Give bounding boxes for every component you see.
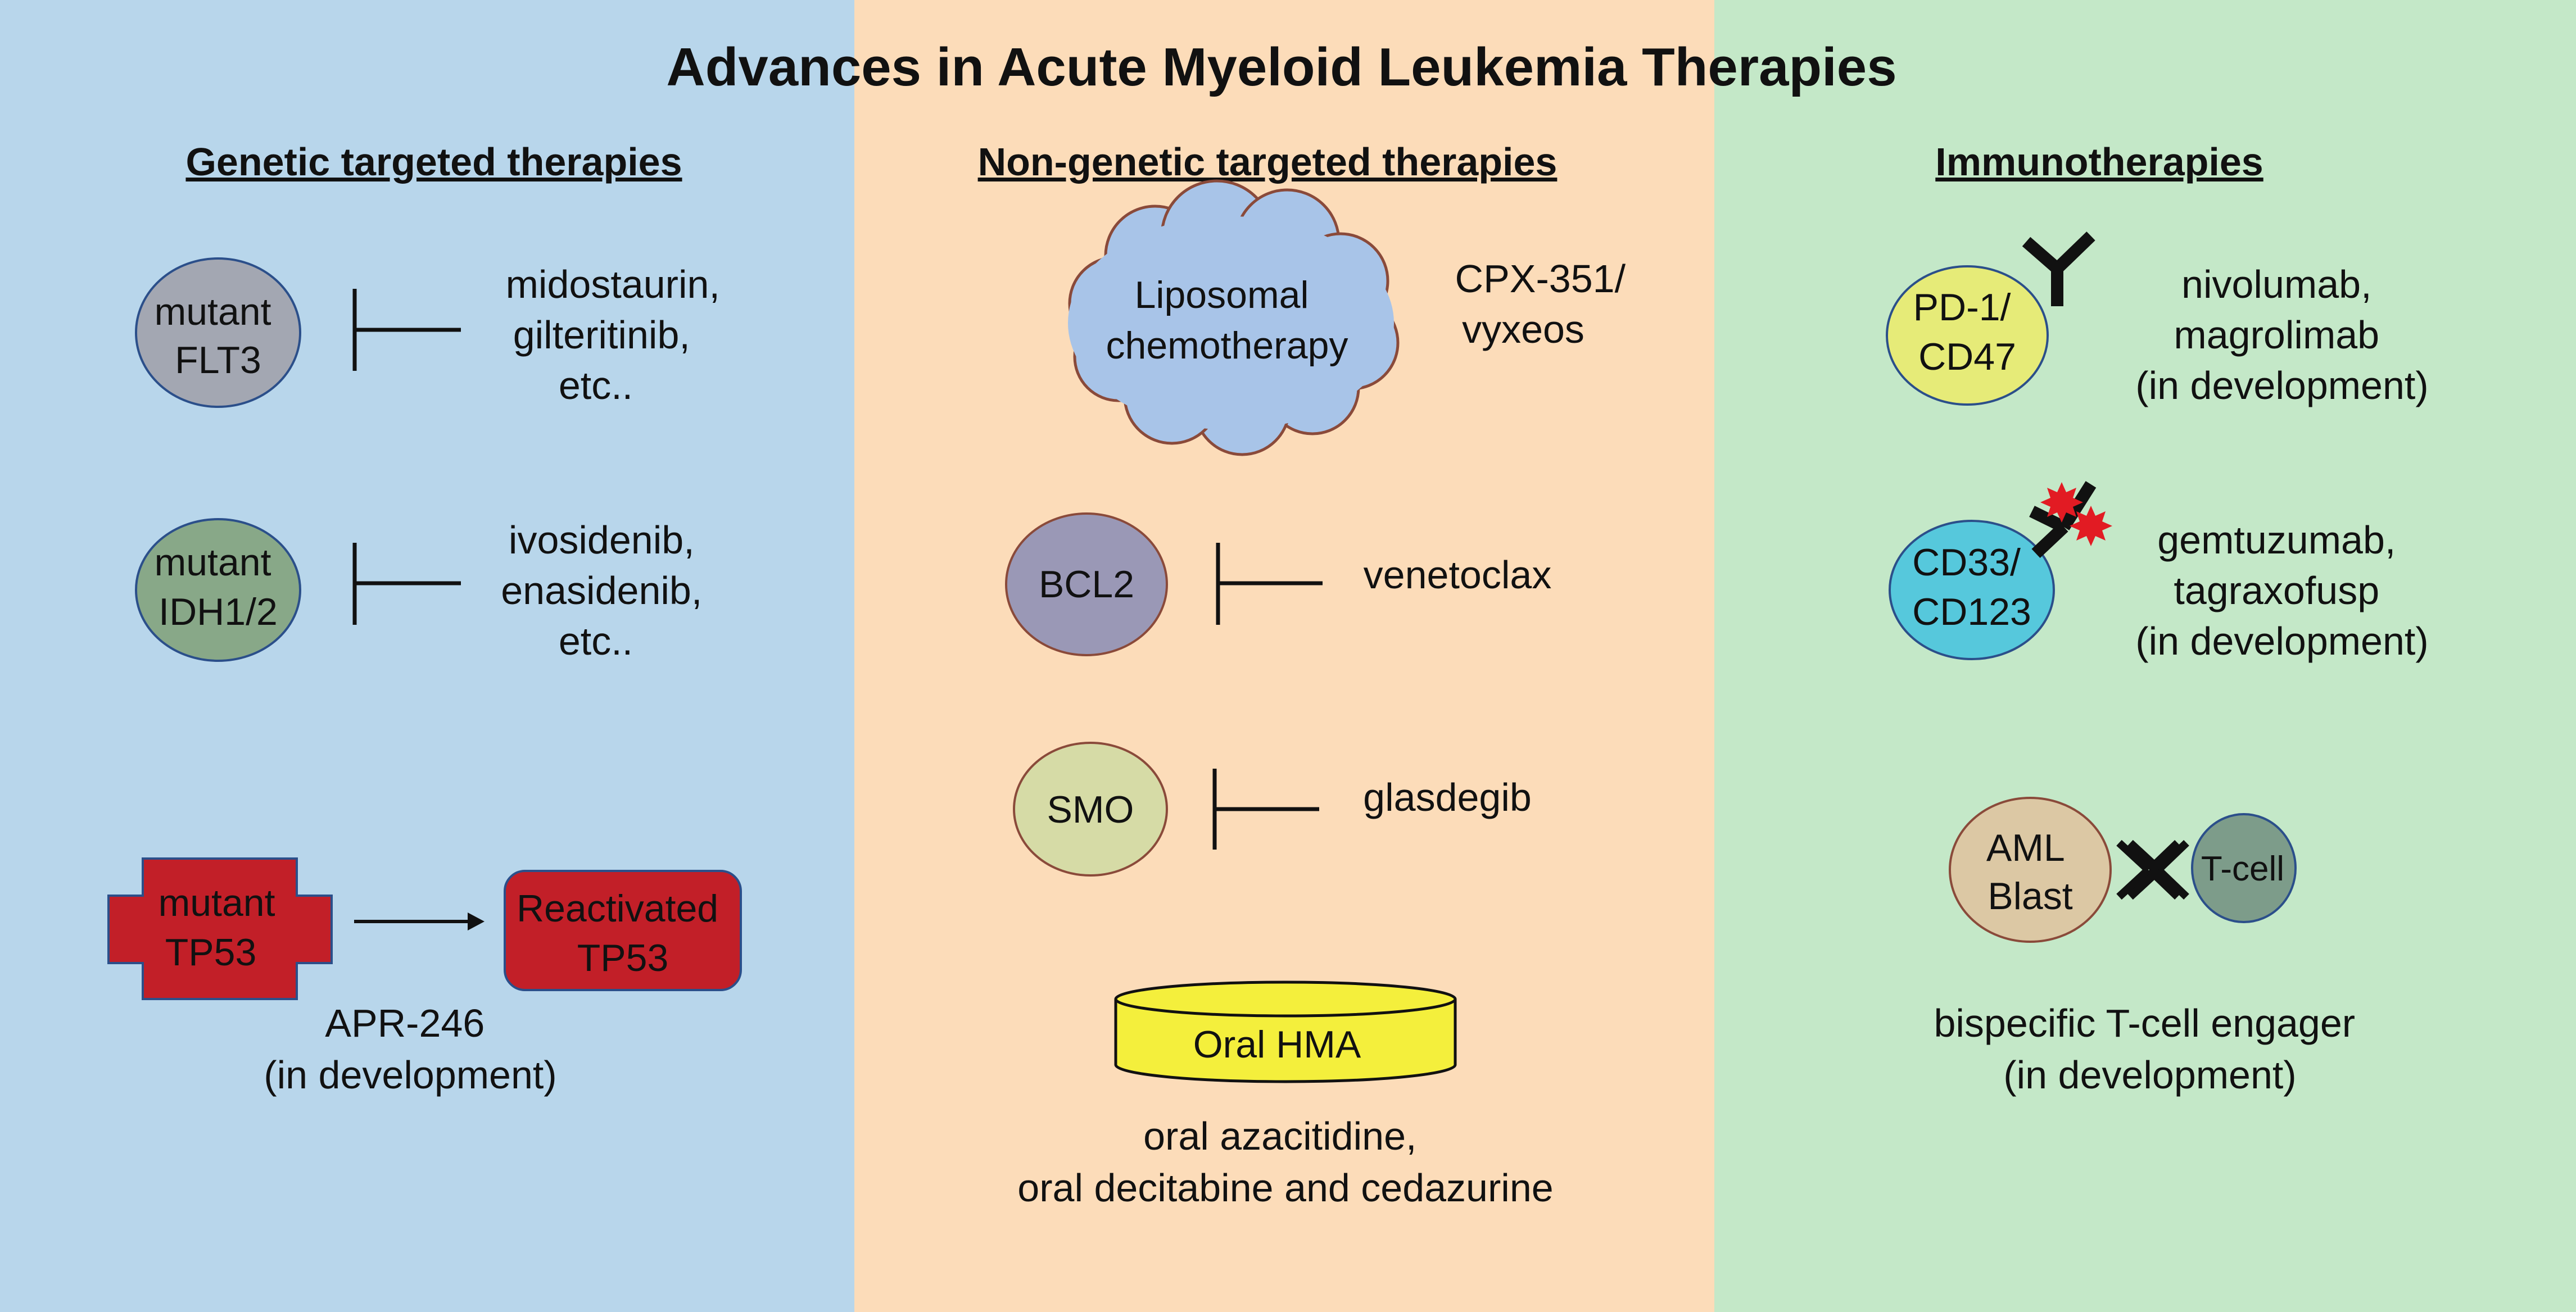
bite-caption-line-1: bispecific T-cell engager — [1934, 1001, 2355, 1045]
tp53-drug-status: (in development) — [264, 1053, 556, 1097]
bite-caption: bispecific T-cell engager (in developmen… — [1934, 1001, 2366, 1097]
flt3-drugs: midostaurin, gilteritinib, etc.. — [506, 262, 731, 407]
oral-hma-drug-1: oral azacitidine, — [1143, 1114, 1416, 1158]
immuno-heading: Immunotherapies — [1935, 140, 2263, 184]
idh-inhibition-symbol — [352, 543, 461, 625]
bcl2-drug: venetoclax — [1364, 553, 1552, 597]
bite-caption-line-2: (in development) — [2003, 1053, 2296, 1097]
cd33-label: CD33/ CD123 — [1912, 541, 2031, 633]
cd33-node — [1889, 520, 2055, 660]
diagram-title: Advances in Acute Myeloid Leukemia Thera… — [666, 37, 1896, 97]
idh-node-label: mutant IDH1/2 — [155, 541, 282, 633]
reactivated-tp53-label: Reactivated TP53 — [517, 887, 729, 979]
idh-node — [135, 518, 301, 662]
antibody-drug-conjugate-icon — [2029, 481, 2112, 559]
bcl2-label: BCL2 — [1039, 563, 1134, 606]
liposomal-drug-line-1: CPX-351/ — [1455, 257, 1626, 301]
oral-hma-label: Oral HMA — [1193, 1023, 1361, 1066]
pd1-drug-3: (in development) — [2135, 364, 2428, 407]
cd33-drug-3: (in development) — [2135, 619, 2428, 663]
cd33-drug-2: tagraxofusp — [2174, 569, 2379, 612]
tp53-drug: APR-246 (in development) — [264, 1001, 556, 1097]
liposomal-drug: CPX-351/ vyxeos — [1455, 257, 1637, 351]
liposomal-cloud-fill — [1068, 216, 1394, 430]
idh-drugs: ivosidenib, enasidenib, etc.. — [501, 518, 713, 663]
flt3-drug-1: midostaurin, — [506, 262, 720, 306]
bispecific-antibody-icon — [2116, 839, 2189, 900]
oral-hma-cylinder-body — [1114, 999, 1457, 1083]
oral-hma-cylinder-top — [1114, 980, 1457, 1018]
flt3-node-line-1: mutant — [155, 290, 271, 333]
liposomal-label: Liposomal chemotherapy — [1106, 274, 1348, 367]
tp53-drug-name: APR-246 — [325, 1001, 485, 1045]
reactivated-tp53-line-1: Reactivated — [517, 887, 718, 930]
idh-node-line-1: mutant — [155, 541, 271, 584]
cd33-line-1: CD33/ — [1912, 541, 2021, 584]
liposomal-line-2: chemotherapy — [1106, 324, 1348, 367]
tcell-label: T-cell — [2201, 850, 2284, 888]
immuno-panel — [1714, 0, 2576, 1312]
pd1-line-2: CD47 — [1918, 335, 2016, 378]
pd1-drug-1: nivolumab, — [2181, 262, 2372, 306]
flt3-inhibition-symbol — [352, 289, 461, 371]
reactivated-tp53-line-2: TP53 — [577, 937, 669, 979]
genetic-panel — [0, 0, 854, 1312]
liposomal-drug-line-2: vyxeos — [1462, 307, 1584, 351]
smo-drug: glasdegib — [1363, 775, 1532, 819]
pd1-line-1: PD-1/ — [1913, 286, 2011, 329]
flt3-node-line-2: FLT3 — [175, 339, 261, 382]
reactivated-tp53-node — [504, 870, 742, 991]
aml-blast-line-1: AML — [1986, 827, 2064, 869]
smo-inhibition-symbol — [1212, 769, 1319, 850]
tcell-node — [2191, 813, 2297, 923]
genetic-heading: Genetic targeted therapies — [185, 140, 682, 184]
oral-hma-drug-2: oral decitabine and cedazurine — [1017, 1166, 1553, 1210]
mutant-tp53-label: mutant TP53 — [159, 882, 286, 974]
pd1-label: PD-1/ CD47 — [1913, 286, 2022, 378]
aml-blast-label: AML Blast — [1986, 827, 2074, 918]
liposomal-line-1: Liposomal — [1135, 274, 1309, 316]
mutant-tp53-line-1: mutant — [159, 882, 275, 924]
idh-node-line-2: IDH1/2 — [159, 591, 278, 633]
idh-drug-3: etc.. — [559, 619, 633, 663]
aml-blast-line-2: Blast — [1988, 875, 2072, 918]
oral-hma-drugs: oral azacitidine, oral decitabine and ce… — [1017, 1114, 1553, 1210]
flt3-drug-3: etc.. — [559, 364, 633, 407]
flt3-node — [135, 257, 301, 408]
mutant-tp53-line-2: TP53 — [165, 931, 257, 974]
bcl2-node — [1005, 512, 1168, 656]
mutant-tp53-node — [107, 857, 333, 1000]
antibody-icon — [2022, 231, 2095, 306]
smo-node — [1013, 742, 1168, 877]
pd1-drug-2: magrolimab — [2174, 313, 2379, 357]
flt3-drug-2: gilteritinib, — [513, 313, 690, 357]
toxin-star-icon — [2040, 482, 2083, 523]
tp53-activation-arrow — [354, 913, 485, 930]
flt3-node-label: mutant FLT3 — [155, 290, 282, 382]
idh-drug-1: ivosidenib, — [509, 518, 695, 562]
cd33-drugs: gemtuzumab, tagraxofusp (in development) — [2135, 518, 2428, 663]
pd1-drugs: nivolumab, magrolimab (in development) — [2135, 262, 2428, 407]
smo-label: SMO — [1047, 788, 1134, 831]
cd33-line-2: CD123 — [1912, 591, 2031, 633]
cd33-drug-1: gemtuzumab, — [2157, 518, 2396, 562]
pd1-node — [1886, 265, 2049, 406]
oral-hma-cylinder-node — [1114, 980, 1457, 1083]
toxin-star-icon — [2070, 506, 2112, 546]
aml-blast-node — [1949, 797, 2112, 943]
idh-drug-2: enasidenib, — [501, 569, 702, 612]
nongenetic-heading: Non-genetic targeted therapies — [978, 140, 1558, 184]
bcl2-inhibition-symbol — [1216, 543, 1323, 625]
